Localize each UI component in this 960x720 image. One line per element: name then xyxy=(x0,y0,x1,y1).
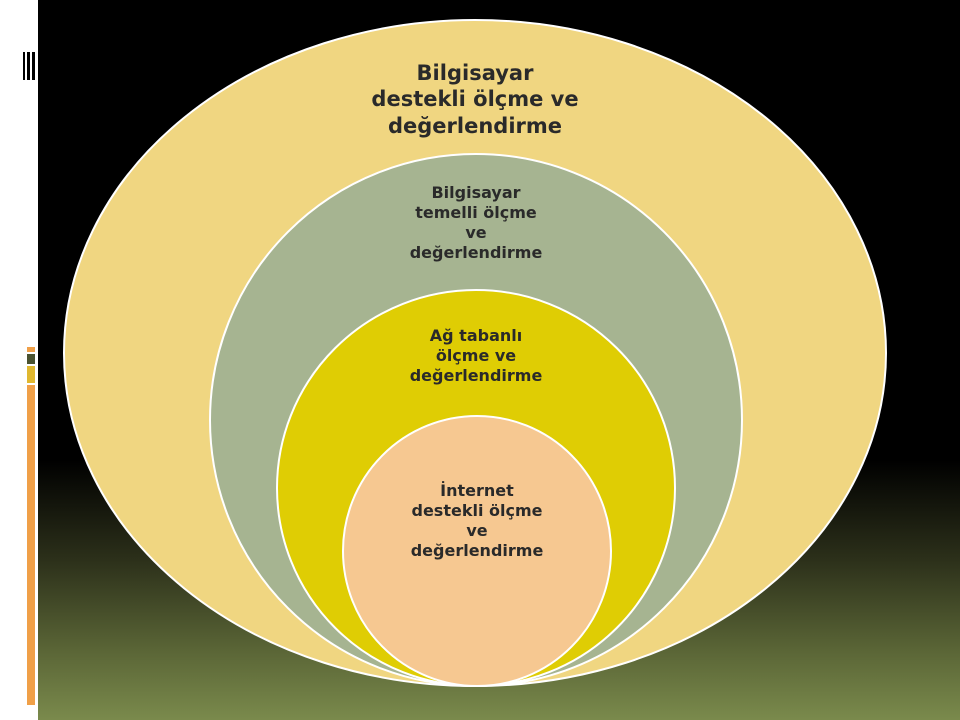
decor-bar-long xyxy=(27,385,35,705)
decor-square xyxy=(27,347,35,352)
left-decor-strip xyxy=(0,0,38,720)
label-level-2: Bilgisayar temelli ölçme ve değerlendirm… xyxy=(409,183,543,262)
decor-bar xyxy=(27,52,30,80)
decor-bar xyxy=(23,52,25,80)
label-level-1: Bilgisayar destekli ölçme ve değerlendir… xyxy=(371,61,579,138)
label-level-4: İnternet destekli ölçme ve değerlendirme xyxy=(410,481,544,560)
circle-level-4 xyxy=(342,415,612,687)
decor-square xyxy=(27,354,35,364)
label-level-3: Ağ tabanlı ölçme ve değerlendirme xyxy=(409,326,543,385)
decor-square xyxy=(27,366,35,383)
decor-bar xyxy=(32,52,35,80)
